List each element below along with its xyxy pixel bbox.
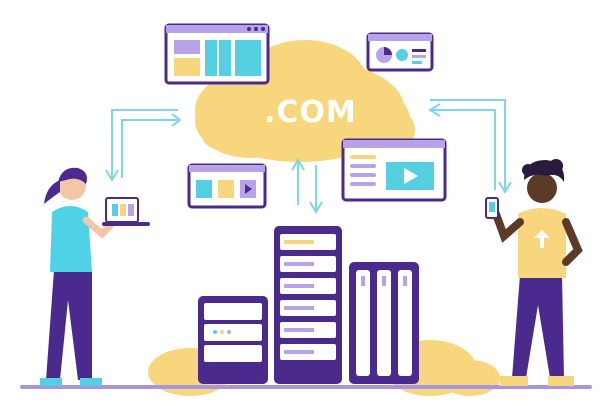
website-layout-window-icon [164, 23, 270, 85]
laptop-icon [102, 197, 150, 226]
arrow-left-in [111, 109, 178, 178]
arrow-right-in [432, 109, 496, 190]
arrow-left-out [121, 119, 178, 178]
video-player-window-icon [341, 138, 447, 202]
media-apps-window-icon [187, 163, 267, 209]
man-with-phone [485, 159, 583, 386]
woman-with-laptop [40, 167, 150, 386]
cloud-domain-label: .COM [264, 95, 357, 130]
connection-arrows [105, 99, 512, 214]
pie-chart-window-icon [366, 32, 434, 72]
server-rack-icon [198, 226, 419, 384]
smartphone-icon [485, 197, 499, 219]
arrow-right-out [430, 99, 506, 190]
cloud-shape [195, 40, 415, 162]
ground-line [20, 385, 592, 389]
